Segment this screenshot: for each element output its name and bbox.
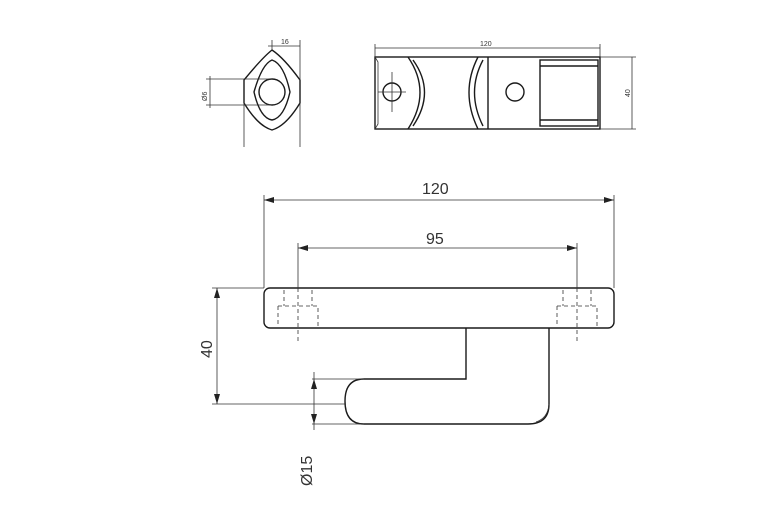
- dim-main-height: 40: [199, 340, 216, 358]
- front-view: 120 95 40 Ø15: [199, 181, 615, 486]
- dim-end-hole: Ø6: [202, 92, 209, 101]
- dim-main-length: 120: [422, 181, 449, 198]
- dim-main-diameter: Ø15: [299, 456, 316, 486]
- dim-main-spacing: 95: [426, 231, 444, 248]
- dim-end-width: 16: [281, 39, 289, 46]
- dim-top-height: 40: [625, 89, 632, 97]
- dim-top-length: 120: [480, 41, 492, 48]
- top-view: 120 40: [374, 41, 636, 130]
- end-view: 16 Ø6: [202, 39, 301, 147]
